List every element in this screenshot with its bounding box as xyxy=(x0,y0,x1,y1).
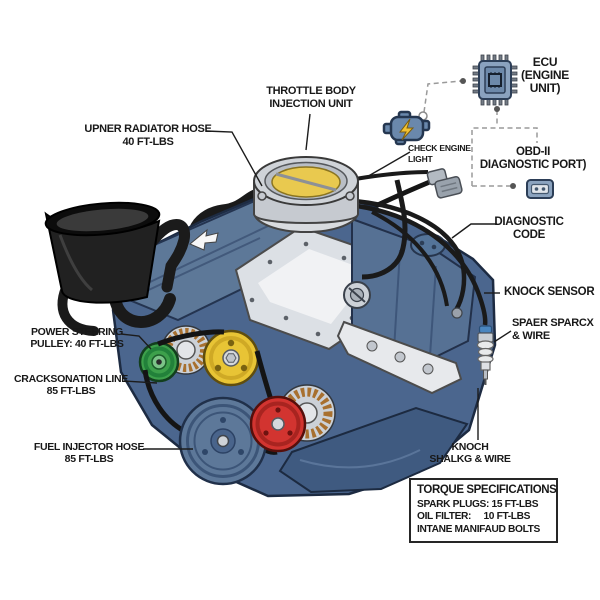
oil-pan xyxy=(278,406,469,494)
dashed-wiring xyxy=(423,80,538,187)
label-line: DIAGNOSTIC PORT) xyxy=(479,159,587,172)
label-diagnostic-code: DIAGNOSTIC CODE xyxy=(486,216,572,243)
throttle-body xyxy=(253,156,359,233)
ecu-chip-icon xyxy=(472,54,518,106)
torque-box-row: INTANE MANIFAUD BOLTS xyxy=(417,523,541,535)
label-line: 40 FT-LBS xyxy=(122,135,174,148)
label-upper-radiator-hose: UPNER RADIATOR HOSE 40 FT-LBS xyxy=(68,123,228,149)
label-throttle-body: THROTTLE BODY INJECTION UNIT xyxy=(231,85,391,111)
label-line: 85 FT-LBS xyxy=(64,453,114,466)
label-obd-port: OBD-II DIAGNOSTIC PORT) xyxy=(468,146,598,173)
arrow-decal xyxy=(189,228,219,251)
label-line: INJECTION UNIT xyxy=(269,97,353,110)
check-engine-light-icon xyxy=(382,110,431,146)
label-ecu: ECU (ENGINE UNIT) xyxy=(503,55,587,96)
air-intake-funnel xyxy=(44,201,191,336)
power-steering-pulley xyxy=(138,341,180,383)
torque-box-title: TORQUE SPECIFICATIONS xyxy=(417,484,557,496)
spark-plug-icon xyxy=(476,325,495,385)
engine-illustration xyxy=(44,156,497,498)
label-line: UNIT) xyxy=(529,81,561,96)
obd-port-icon xyxy=(526,179,554,199)
crank-pulley xyxy=(178,396,268,486)
label-crank-line: CRACKSONATION LINE 85 FT-LBS xyxy=(8,373,134,397)
label-line: FUEL INJECTOR HOSE xyxy=(33,441,145,453)
label-line: (ENGINE xyxy=(521,68,569,83)
red-pulley xyxy=(249,395,307,453)
label-line: UPNER RADIATOR HOSE xyxy=(84,123,212,135)
lightning-bolt-icon xyxy=(398,118,415,141)
leader-lines xyxy=(120,113,512,450)
label-spark-plug-wire: SPAER SPARCX & WIRE xyxy=(512,317,600,343)
torque-box-row: SPARK PLUGS: 15 FT-LBS xyxy=(417,499,539,510)
label-line: LIGHT xyxy=(408,153,433,164)
label-line: CHECK ENGINE xyxy=(408,143,471,153)
label-line: CODE xyxy=(512,229,546,242)
label-line: PULLEY: 40 FT-LBS xyxy=(30,338,124,351)
label-line: KNOCK SENSOR xyxy=(504,286,595,298)
exhaust-manifold xyxy=(336,320,463,395)
label-line: DIAGNOSTIC xyxy=(494,216,564,228)
label-line: ECU xyxy=(532,55,558,69)
label-knock-sensor: KNOCK SENSOR xyxy=(504,286,596,299)
label-knock-wire: KNOCH SHALKG & WIRE xyxy=(408,441,532,465)
label-line: POWER STEERING xyxy=(30,326,124,338)
label-check-engine-light: CHECK ENGINE LIGHT xyxy=(408,143,478,164)
label-line: & WIRE xyxy=(512,329,550,342)
label-power-steering-pulley: POWER STEERING PULLEY: 40 FT-LBS xyxy=(14,326,140,350)
label-line: KNOCH xyxy=(451,441,489,453)
label-fuel-injector-hose: FUEL INJECTOR HOSE 85 FT-LBS xyxy=(26,441,152,465)
yellow-pulley xyxy=(202,329,260,387)
label-line: THROTTLE BODY xyxy=(266,85,356,97)
label-line: CRACKSONATION LINE xyxy=(14,373,128,385)
label-line: SPAER SPARCX xyxy=(512,317,594,329)
label-line: 85 FT-LBS xyxy=(46,385,96,398)
label-line: SHALKG & WIRE xyxy=(429,453,511,466)
label-line: OBD-II xyxy=(516,146,550,158)
torque-specifications-box: TORQUE SPECIFICATIONS SPARK PLUGS: 15 FT… xyxy=(409,478,558,544)
wiring-connector xyxy=(426,168,463,199)
torque-box-row: OIL FILTER: 10 FT-LBS xyxy=(417,511,531,523)
